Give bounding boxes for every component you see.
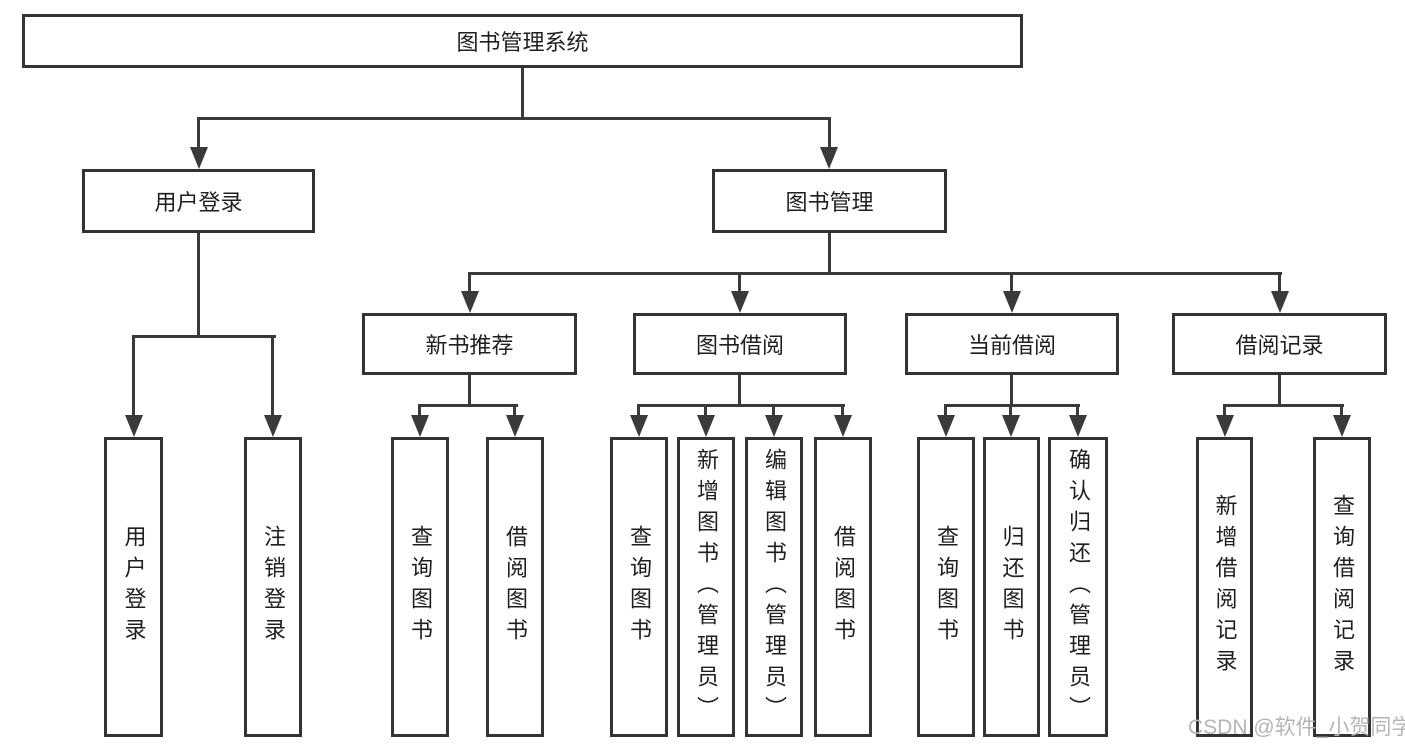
leaf-query-borrow-record-label: 查询借阅记录 bbox=[1330, 494, 1355, 680]
leaf-return-book: 归还图书 bbox=[983, 437, 1040, 737]
connector-stub-leaf-logout bbox=[271, 335, 274, 417]
leaf-query-book-recommend: 查询图书 bbox=[391, 437, 449, 737]
csdn-watermark: CSDN @软件_小贺同学 bbox=[1188, 716, 1405, 739]
leaf-borrow-book-recommend: 借阅图书 bbox=[486, 437, 544, 737]
connector-new-book-drop bbox=[468, 375, 471, 407]
node-book-management: 图书管理 bbox=[712, 169, 947, 233]
connector-user-login-drop bbox=[197, 233, 200, 338]
arrowhead-to-cb-confirm bbox=[1069, 415, 1087, 437]
connector-stub-br-add bbox=[1223, 404, 1226, 418]
connector-book-borrow-distribution bbox=[637, 404, 845, 407]
arrowhead-to-nb-query bbox=[411, 415, 429, 437]
node-book-borrow: 图书借阅 bbox=[633, 313, 847, 375]
connector-root-drop bbox=[521, 68, 524, 118]
leaf-edit-book-admin-label: 编辑图书（管理员） bbox=[762, 447, 787, 727]
leaf-user-login-label: 用户登录 bbox=[121, 525, 147, 649]
connector-stub-br-query bbox=[1340, 404, 1343, 418]
leaf-edit-book-admin: 编辑图书（管理员） bbox=[745, 437, 803, 737]
leaf-borrow-book-recommend-label: 借阅图书 bbox=[503, 525, 528, 649]
node-new-book-recommend-label: 新书推荐 bbox=[425, 333, 514, 358]
connector-stub-new-book bbox=[468, 272, 471, 294]
node-root-library-system: 图书管理系统 bbox=[22, 14, 1023, 68]
connector-stub-bb-edit bbox=[772, 404, 775, 418]
leaf-add-book-admin: 新增图书（管理员） bbox=[677, 437, 735, 737]
arrowhead-to-bb-borrow bbox=[834, 415, 852, 437]
leaf-add-borrow-record-label: 新增借阅记录 bbox=[1212, 494, 1238, 680]
connector-borrow-records-drop bbox=[1278, 375, 1281, 407]
connector-root-distribution bbox=[197, 117, 831, 120]
leaf-query-book-current-label: 查询图书 bbox=[934, 525, 959, 649]
leaf-query-book-borrow: 查询图书 bbox=[610, 437, 668, 737]
connector-stub-cb-query bbox=[944, 404, 947, 418]
connector-user-login-distribution bbox=[132, 335, 276, 338]
node-borrow-records: 借阅记录 bbox=[1172, 313, 1387, 375]
arrowhead-to-current-borrow bbox=[1003, 291, 1021, 313]
leaf-logout-label: 注销登录 bbox=[261, 525, 286, 649]
arrowhead-to-cb-return bbox=[1002, 415, 1020, 437]
leaf-add-borrow-record: 新增借阅记录 bbox=[1196, 437, 1253, 737]
connector-stub-cb-confirm bbox=[1076, 404, 1079, 418]
connector-stub-user-login bbox=[197, 117, 200, 151]
leaf-confirm-return-admin: 确认归还（管理员） bbox=[1048, 437, 1108, 737]
arrowhead-to-borrow-records bbox=[1271, 291, 1289, 313]
arrowhead-to-leaf-login bbox=[125, 415, 143, 437]
leaf-add-book-admin-label: 新增图书（管理员） bbox=[694, 447, 719, 727]
arrowhead-to-br-query bbox=[1333, 415, 1351, 437]
connector-stub-bb-query bbox=[637, 404, 640, 418]
arrowhead-to-book-borrow bbox=[731, 291, 749, 313]
leaf-logout: 注销登录 bbox=[244, 437, 302, 737]
node-borrow-records-label: 借阅记录 bbox=[1235, 333, 1324, 358]
connector-stub-cb-return bbox=[1009, 404, 1012, 418]
leaf-query-borrow-record: 查询借阅记录 bbox=[1313, 437, 1371, 737]
leaf-user-login: 用户登录 bbox=[104, 437, 163, 737]
node-current-borrow-label: 当前借阅 bbox=[967, 333, 1056, 358]
node-book-borrow-label: 图书借阅 bbox=[695, 333, 784, 358]
connector-stub-book-borrow bbox=[738, 272, 741, 294]
connector-borrow-records-distribution bbox=[1223, 404, 1344, 407]
arrowhead-to-nb-borrow bbox=[506, 415, 524, 437]
arrowhead-to-cb-query bbox=[937, 415, 955, 437]
connector-current-borrow-distribution bbox=[944, 404, 1080, 407]
connector-stub-nb-borrow bbox=[513, 404, 516, 418]
leaf-borrow-book-label: 借阅图书 bbox=[831, 525, 856, 649]
leaf-query-book-current: 查询图书 bbox=[917, 437, 975, 737]
node-user-login: 用户登录 bbox=[82, 169, 315, 233]
connector-stub-current-borrow bbox=[1010, 272, 1013, 294]
connector-stub-bb-add bbox=[704, 404, 707, 418]
connector-new-book-distribution bbox=[418, 404, 518, 407]
connector-stub-bb-borrow bbox=[841, 404, 844, 418]
arrowhead-to-leaf-logout bbox=[264, 415, 282, 437]
node-user-login-label: 用户登录 bbox=[154, 190, 243, 215]
node-new-book-recommend: 新书推荐 bbox=[362, 313, 577, 375]
connector-current-borrow-drop bbox=[1010, 375, 1013, 407]
connector-book-borrow-drop bbox=[738, 375, 741, 407]
connector-stub-borrow-records bbox=[1278, 272, 1281, 294]
arrowhead-to-bb-edit bbox=[765, 415, 783, 437]
leaf-borrow-book: 借阅图书 bbox=[814, 437, 872, 737]
arrowhead-to-book-management bbox=[820, 147, 838, 169]
arrowhead-to-new-book bbox=[461, 291, 479, 313]
leaf-query-book-borrow-label: 查询图书 bbox=[627, 525, 652, 649]
node-book-management-label: 图书管理 bbox=[785, 190, 874, 215]
arrowhead-to-br-add bbox=[1216, 415, 1234, 437]
node-root-label: 图书管理系统 bbox=[456, 30, 589, 55]
arrowhead-to-bb-query bbox=[630, 415, 648, 437]
node-current-borrow: 当前借阅 bbox=[905, 313, 1119, 375]
leaf-return-book-label: 归还图书 bbox=[999, 525, 1025, 649]
connector-book-management-drop bbox=[828, 233, 831, 275]
arrowhead-to-bb-add bbox=[697, 415, 715, 437]
connector-book-management-distribution bbox=[468, 272, 1282, 275]
connector-stub-book-management bbox=[828, 117, 831, 151]
leaf-query-book-recommend-label: 查询图书 bbox=[408, 525, 433, 649]
connector-stub-nb-query bbox=[418, 404, 421, 418]
leaf-confirm-return-admin-label: 确认归还（管理员） bbox=[1066, 447, 1091, 727]
connector-stub-leaf-login bbox=[132, 335, 135, 417]
arrowhead-to-user-login bbox=[190, 147, 208, 169]
